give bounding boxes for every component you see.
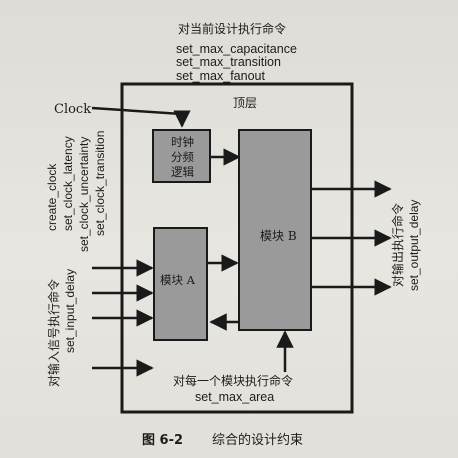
clock-label: Clock <box>54 102 91 117</box>
module-a-block <box>153 227 208 341</box>
clock-divider-block <box>152 129 211 183</box>
top-commands-heading: 对当前设计执行命令 <box>178 21 286 36</box>
clock-command: set_clock_transition <box>93 131 107 236</box>
caption-text: 综合的设计约束 <box>212 432 303 448</box>
module-a-label: 模块 A <box>160 273 196 287</box>
top-level-label: 顶层 <box>233 96 257 110</box>
clock-divider-label: 时钟 <box>171 135 194 149</box>
caption-number: 图 6-2 <box>142 433 183 448</box>
top-command-line: set_max_capacitance <box>176 42 297 56</box>
clock-command: set_clock_uncertainty <box>77 137 91 252</box>
module-b-label: 模块 B <box>260 229 297 243</box>
input-command-line: set_input_delay <box>63 269 77 353</box>
top-level-box <box>120 82 354 414</box>
clock-command: set_clock_latency <box>61 136 75 231</box>
module-b-block <box>238 129 312 331</box>
bottom-command-line: set_max_area <box>195 390 274 404</box>
top-command-line: set_max_fanout <box>176 69 265 83</box>
clock-command: create_clock <box>45 163 59 231</box>
input-commands-heading: 对输入信号执行命令 <box>46 279 61 387</box>
output-command-line: set_output_delay <box>407 200 421 291</box>
clock-arrow <box>91 106 191 128</box>
top-command-line: set_max_transition <box>176 55 281 69</box>
bottom-commands-heading: 对每一个模块执行命令 <box>173 373 293 388</box>
clock-divider-label: 分频 <box>171 150 194 164</box>
output-commands-heading: 对输出执行命令 <box>390 203 405 287</box>
clock-divider-label: 逻辑 <box>171 165 194 179</box>
